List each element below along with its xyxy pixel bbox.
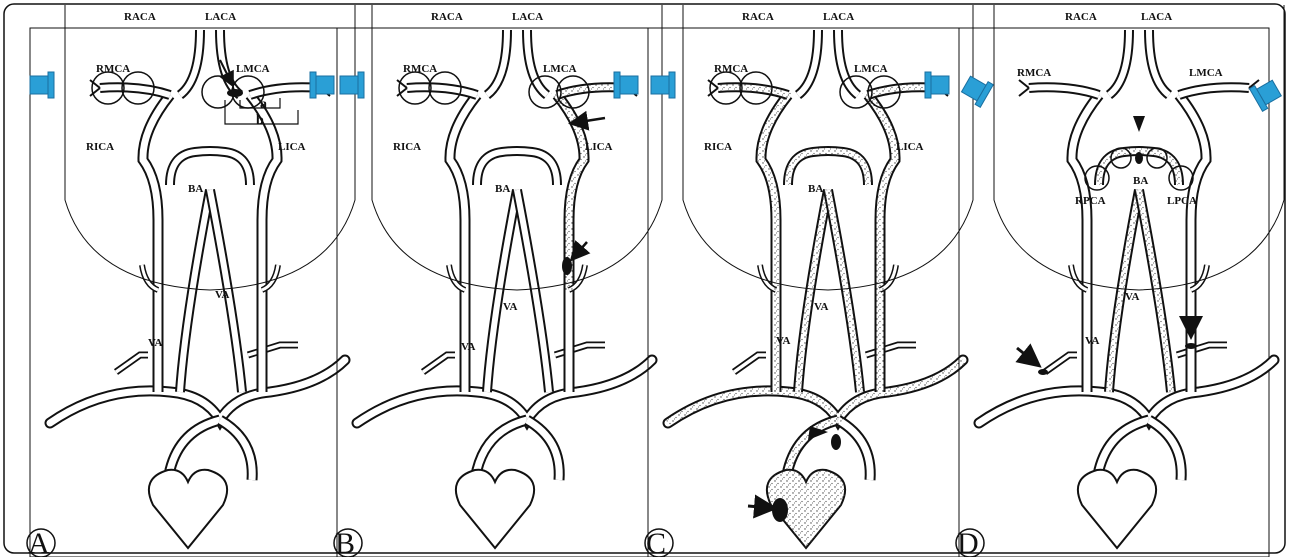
label-va-left: VA — [1085, 335, 1100, 347]
label-raca: RACA — [431, 11, 463, 23]
label-lica: LICA — [585, 141, 613, 153]
label-lpca: LPCA — [1167, 195, 1197, 207]
label-rmca: RMCA — [403, 63, 437, 75]
label-segment-a: a — [260, 97, 267, 112]
subclavian-clot — [1038, 369, 1048, 375]
tcd-probe-left-icon — [340, 72, 364, 98]
label-rica: RICA — [393, 141, 421, 153]
aortic-thrombus — [831, 434, 841, 450]
label-laca: LACA — [205, 11, 236, 23]
panel-a: RACA LACA RMCA LMCA RICA LICA BA VA VA a… — [27, 5, 355, 557]
tcd-probe-right-icon — [614, 72, 638, 98]
tcd-probe-right-icon — [1250, 77, 1284, 112]
label-segment-b: b — [256, 113, 264, 128]
label-rmca: RMCA — [96, 63, 130, 75]
tcd-probe-right-icon — [310, 72, 334, 98]
occlusion-clot — [227, 89, 243, 97]
label-lica: LICA — [896, 141, 924, 153]
label-ba: BA — [188, 183, 203, 195]
basilar-clot — [1135, 152, 1143, 164]
label-raca: RACA — [742, 11, 774, 23]
panel-d-vessels — [979, 5, 1284, 548]
tcd-probe-left-icon — [651, 72, 675, 98]
label-va-left: VA — [776, 335, 791, 347]
label-lmca: LMCA — [543, 63, 577, 75]
label-ba: BA — [1133, 175, 1148, 187]
label-lmca: LMCA — [1189, 67, 1223, 79]
label-ba: BA — [808, 183, 823, 195]
clot-arrow — [1017, 348, 1037, 364]
tcd-probe-left-icon — [960, 73, 994, 108]
label-rmca: RMCA — [714, 63, 748, 75]
label-lica: LICA — [278, 141, 306, 153]
tcd-probe-right-icon — [925, 72, 949, 98]
label-rica: RICA — [86, 141, 114, 153]
label-rpca: RPCA — [1075, 195, 1106, 207]
panel-d: RACA LACA RMCA LMCA BA RPCA LPCA VA VA D — [956, 5, 1284, 557]
label-raca: RACA — [124, 11, 156, 23]
heart-arrow — [748, 506, 772, 508]
label-rica: RICA — [704, 141, 732, 153]
label-laca: LACA — [1141, 11, 1172, 23]
label-va-left: VA — [461, 341, 476, 353]
clot-arrow — [573, 242, 587, 258]
label-va-right: VA — [814, 301, 829, 313]
basilar-arrowhead — [1133, 116, 1145, 132]
label-va-right: VA — [215, 289, 230, 301]
heart-thrombus — [772, 498, 788, 522]
label-rmca: RMCA — [1017, 67, 1051, 79]
label-laca: LACA — [823, 11, 854, 23]
tcd-probe-left-icon — [30, 72, 54, 98]
carotid-clot — [562, 257, 572, 275]
label-laca: LACA — [512, 11, 543, 23]
panel-c: RACA LACA RMCA LMCA RICA LICA BA VA VA C — [645, 5, 973, 557]
subclavian-clot — [1185, 343, 1197, 349]
label-va-right: VA — [1125, 291, 1140, 303]
label-va-left: VA — [148, 337, 163, 349]
label-lmca: LMCA — [236, 63, 270, 75]
label-va-right: VA — [503, 301, 518, 313]
panel-b: RACA LACA RMCA LMCA RICA LICA BA VA VA B — [334, 5, 662, 557]
label-ba: BA — [495, 183, 510, 195]
label-raca: RACA — [1065, 11, 1097, 23]
label-lmca: LMCA — [854, 63, 888, 75]
